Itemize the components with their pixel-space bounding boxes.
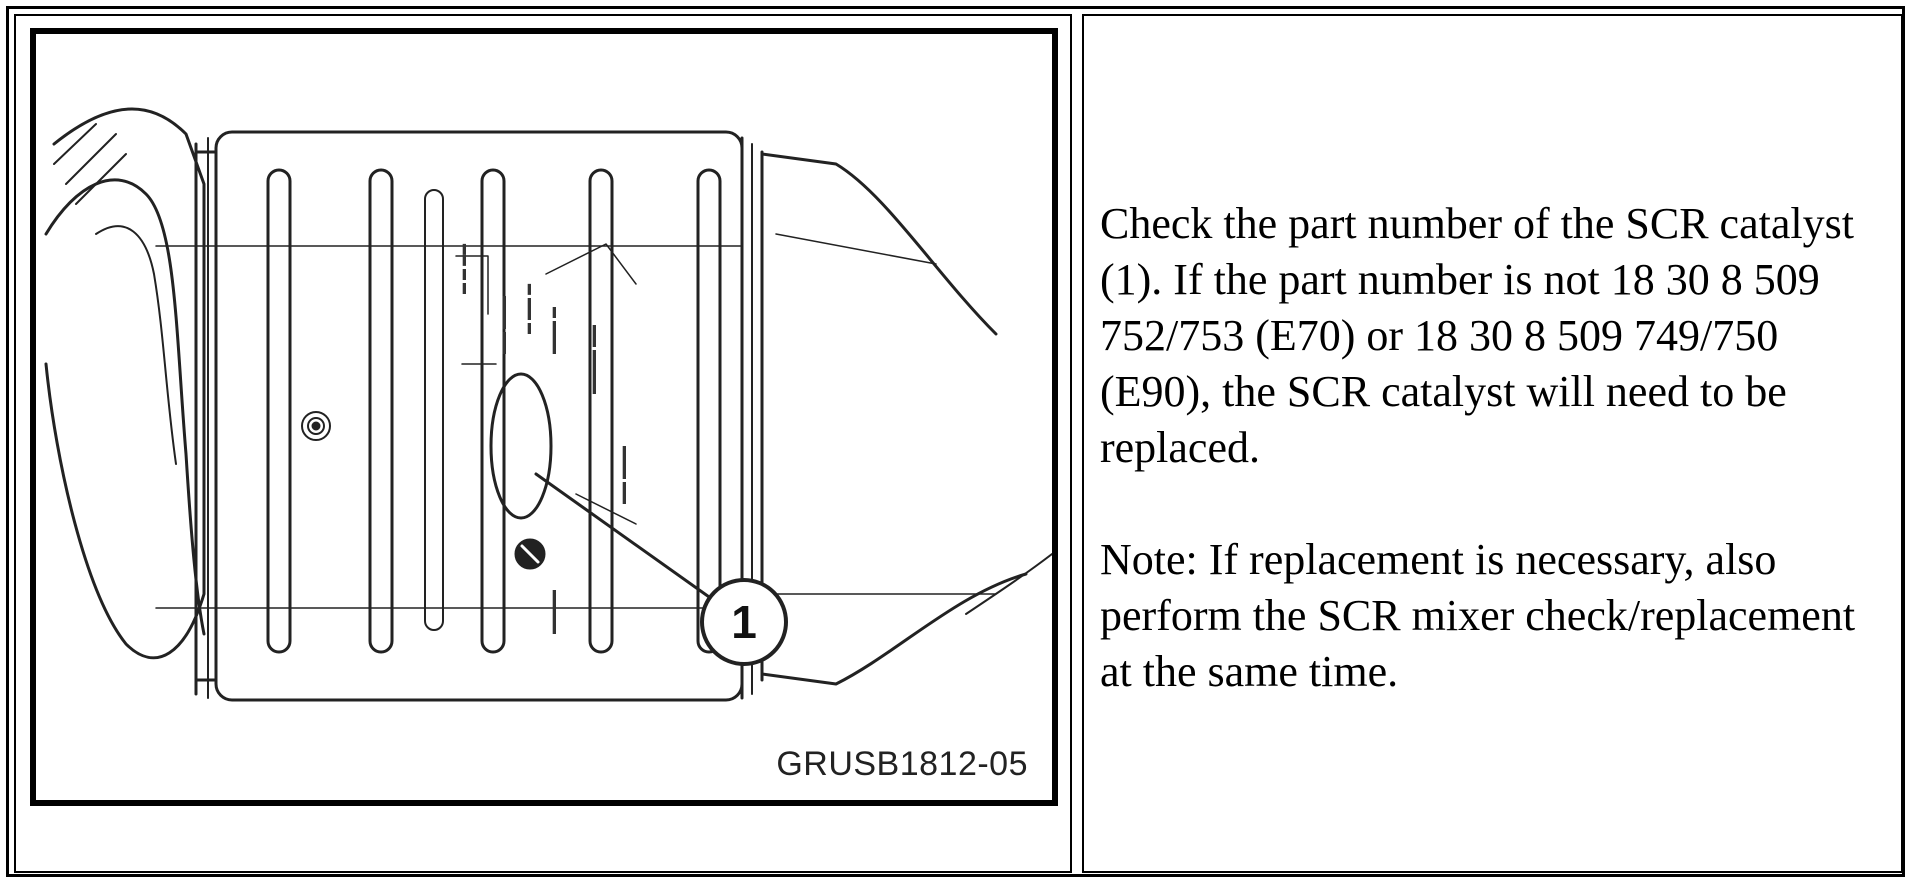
replacement-note: Note: If replacement is necessary, also …: [1100, 535, 1856, 696]
text-cell: [1082, 14, 1903, 873]
callout-number: 1: [731, 596, 757, 648]
svg-text:▬▬▬ ▬: ▬▬▬ ▬: [547, 307, 559, 354]
figure-id-label: GRUSB1812-05: [776, 745, 1028, 783]
instruction-paragraph: Check the part number of the SCR catalys…: [1100, 199, 1854, 472]
page-frame: [6, 6, 1905, 877]
svg-text:▬▬ ▬▬▬: ▬▬ ▬▬▬: [617, 446, 629, 504]
svg-text:▬ ▬▬ ▬: ▬ ▬▬ ▬: [522, 284, 534, 334]
svg-text:▬▬▬▬: ▬▬▬▬: [547, 590, 559, 634]
svg-text:▬▬ ▬▬▬: ▬▬ ▬▬▬: [497, 296, 509, 354]
scr-catalyst-figure: ▬ ▬ ▬▬ ▬▬ ▬▬▬ ▬ ▬▬ ▬ ▬▬▬ ▬ ▬▬▬▬ ▬▬ ▬▬ ▬▬…: [30, 28, 1058, 806]
svg-text:▬ ▬ ▬▬: ▬ ▬ ▬▬: [457, 244, 469, 294]
figure-cell: [14, 14, 1072, 873]
instructions-text: Check the part number of the SCR catalys…: [1100, 196, 1880, 700]
scr-catalyst-illustration: ▬ ▬ ▬▬ ▬▬ ▬▬▬ ▬ ▬▬ ▬ ▬▬▬ ▬ ▬▬▬▬ ▬▬ ▬▬ ▬▬…: [44, 107, 1052, 702]
svg-text:▬▬▬▬ ▬▬: ▬▬▬▬ ▬▬: [587, 325, 599, 394]
